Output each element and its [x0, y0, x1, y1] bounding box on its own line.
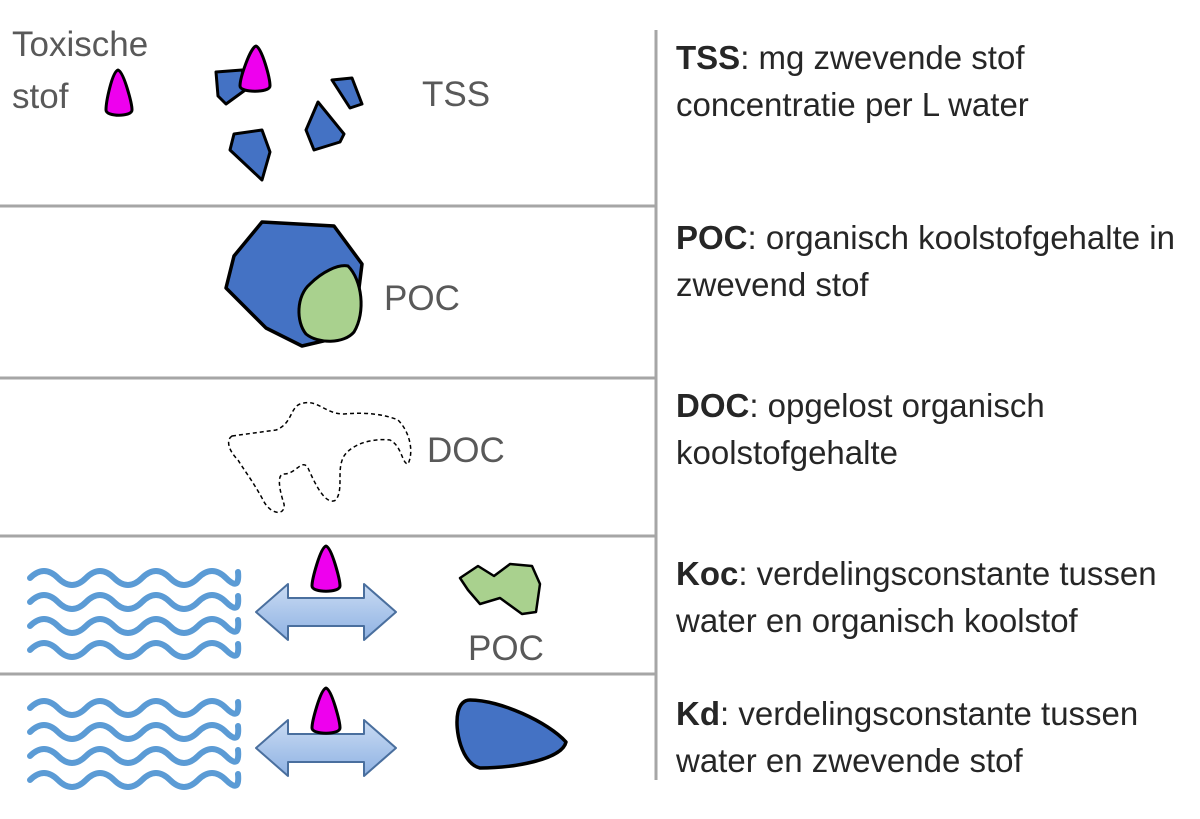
organic-carbon-particle-icon [458, 562, 542, 616]
tss-particle-icon [228, 128, 272, 182]
toxic-substance-icon [310, 544, 342, 593]
definition-poc-text: : organisch koolstofgehalte in zwevend s… [676, 219, 1175, 303]
row-kd-illustration [27, 686, 568, 790]
suspended-particle-icon [455, 698, 568, 770]
tss-particle-icon [330, 76, 364, 110]
term-doc: DOC [676, 387, 750, 424]
toxic-label-line1: Toxische [12, 25, 148, 64]
definition-kd: Kd: verdelingsconstante tussen water en … [676, 690, 1196, 784]
definition-poc: POC: organisch koolstofgehalte in zweven… [676, 214, 1196, 308]
term-poc: POC [676, 219, 748, 256]
term-kd: Kd [676, 695, 720, 732]
tss-particle-icon [304, 100, 346, 152]
term-tss: TSS [676, 39, 741, 76]
definition-tss-text: : mg zwevende stof concentratie per L wa… [676, 39, 1029, 123]
poc-label: POC [384, 279, 460, 318]
definition-doc-text: : opgelost organisch koolstofgehalte [676, 387, 1045, 471]
water-waves-icon [27, 698, 242, 790]
row-doc-illustration: DOC [227, 401, 505, 513]
dissolved-carbon-outline-icon [227, 401, 412, 513]
row-poc-illustration: POC [224, 220, 460, 348]
toxic-label-line2: stof [12, 77, 69, 116]
row-koc-illustration: POC [27, 544, 544, 668]
definition-koc: Koc: verdelingsconstante tussen water en… [676, 550, 1196, 644]
exchange-arrow-icon [255, 719, 397, 777]
water-waves-icon [27, 568, 242, 660]
organic-carbon-fraction-icon [297, 264, 363, 343]
term-koc: Koc [676, 555, 739, 592]
definition-koc-text: : verdelingsconstante tussen water en or… [676, 555, 1157, 639]
definition-tss: TSS: mg zwevende stof concentratie per L… [676, 34, 1196, 128]
toxic-on-particle-icon [238, 44, 272, 93]
definition-kd-text: : verdelingsconstante tussen water en zw… [676, 695, 1139, 779]
dividers [0, 30, 658, 780]
row-tss-illustration: Toxische stof TSS [12, 25, 490, 182]
toxic-substance-icon [104, 68, 134, 117]
definition-doc: DOC: opgelost organisch koolstofgehalte [676, 382, 1196, 476]
tss-label: TSS [422, 75, 490, 114]
toxic-substance-icon [310, 686, 342, 735]
exchange-arrow-icon [255, 583, 397, 641]
poc-koc-label: POC [468, 629, 544, 668]
doc-label: DOC [427, 431, 505, 470]
